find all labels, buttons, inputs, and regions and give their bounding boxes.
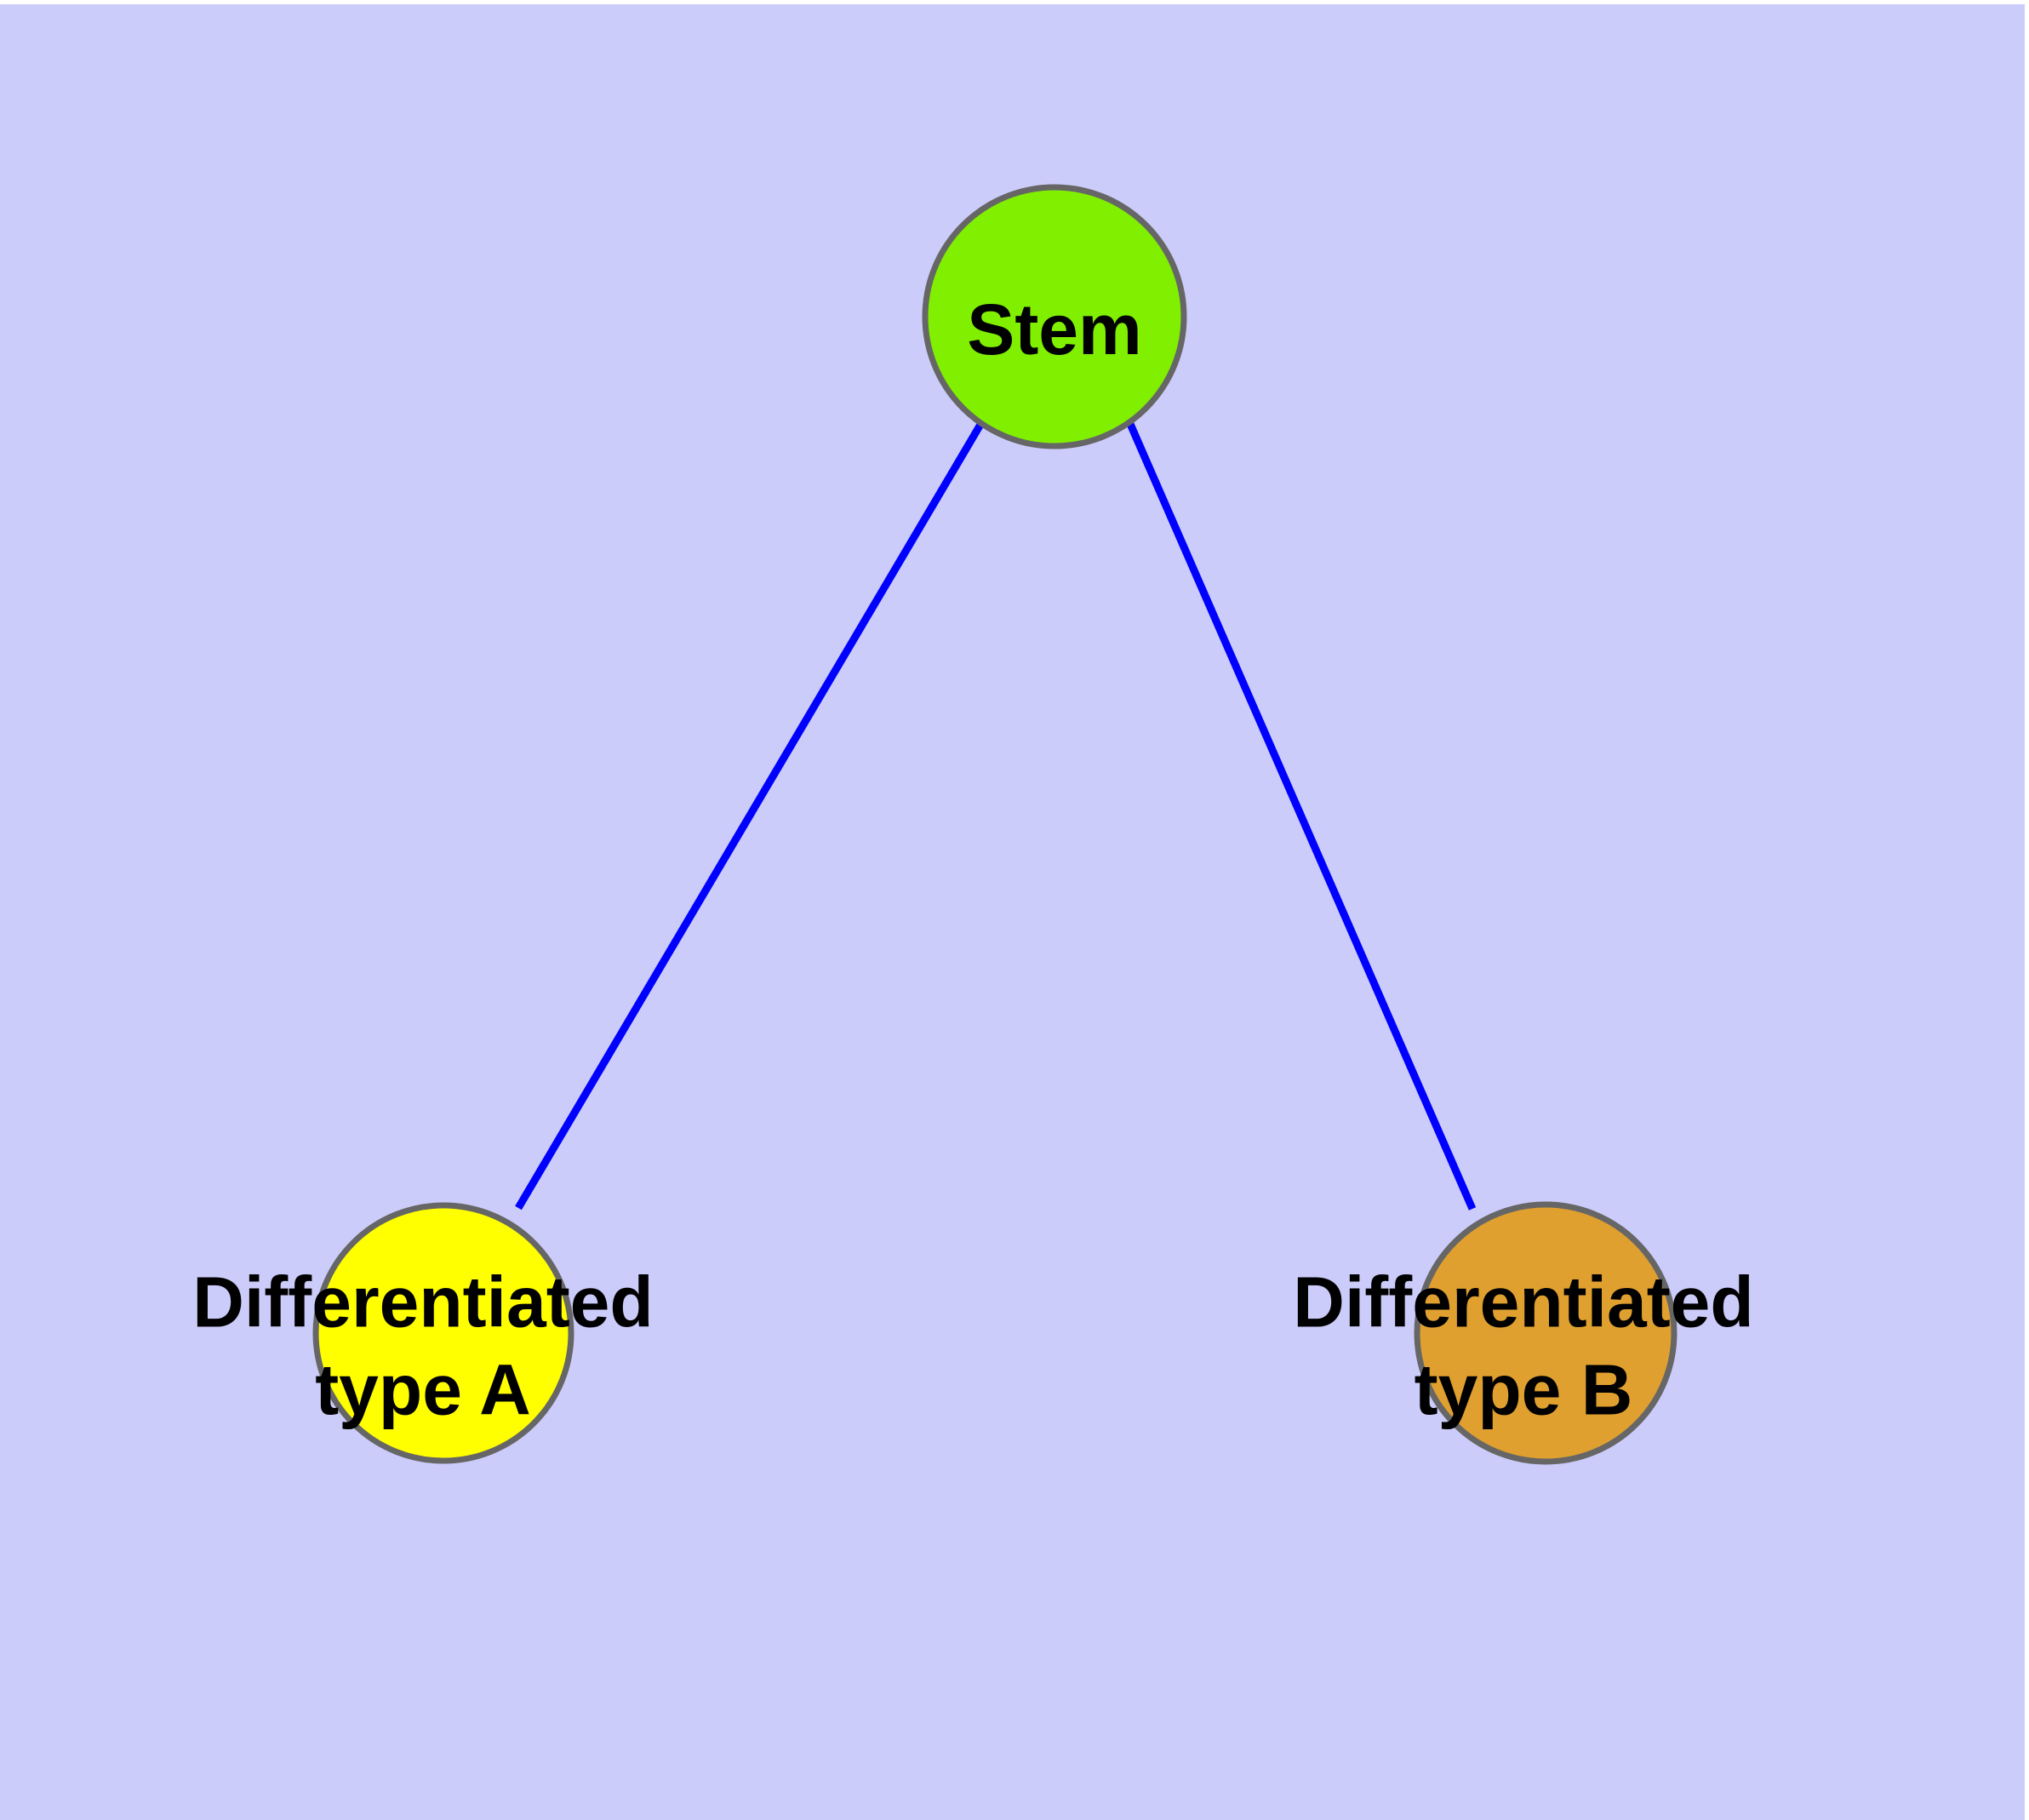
node-stem-label: Stem [967,289,1141,369]
node-differentiated-type-b-circle[interactable] [1414,1201,1677,1465]
node-differentiated-type-a-circle[interactable] [312,1202,574,1464]
node-stem-circle[interactable] [922,184,1187,449]
edge-stem-to-differentiated-type-b[interactable] [1126,422,1477,1210]
node-differentiated-type-a-label-line2: type A [315,1350,531,1430]
edge-stem-to-differentiated-type-a[interactable] [515,421,985,1210]
node-layer: Stem Differentiated type A Differentiate… [192,184,1754,1465]
node-differentiated-type-b[interactable]: Differentiated type B [1293,1201,1754,1465]
node-differentiated-type-b-label: Differentiated [1293,1262,1753,1342]
edge-layer [515,421,1477,1210]
node-stem[interactable]: Stem [922,184,1187,449]
node-differentiated-type-a-label: Differentiated [192,1262,653,1342]
node-differentiated-type-a[interactable]: Differentiated type A [192,1202,654,1464]
node-differentiated-type-b-label-line2: type B [1415,1350,1633,1430]
